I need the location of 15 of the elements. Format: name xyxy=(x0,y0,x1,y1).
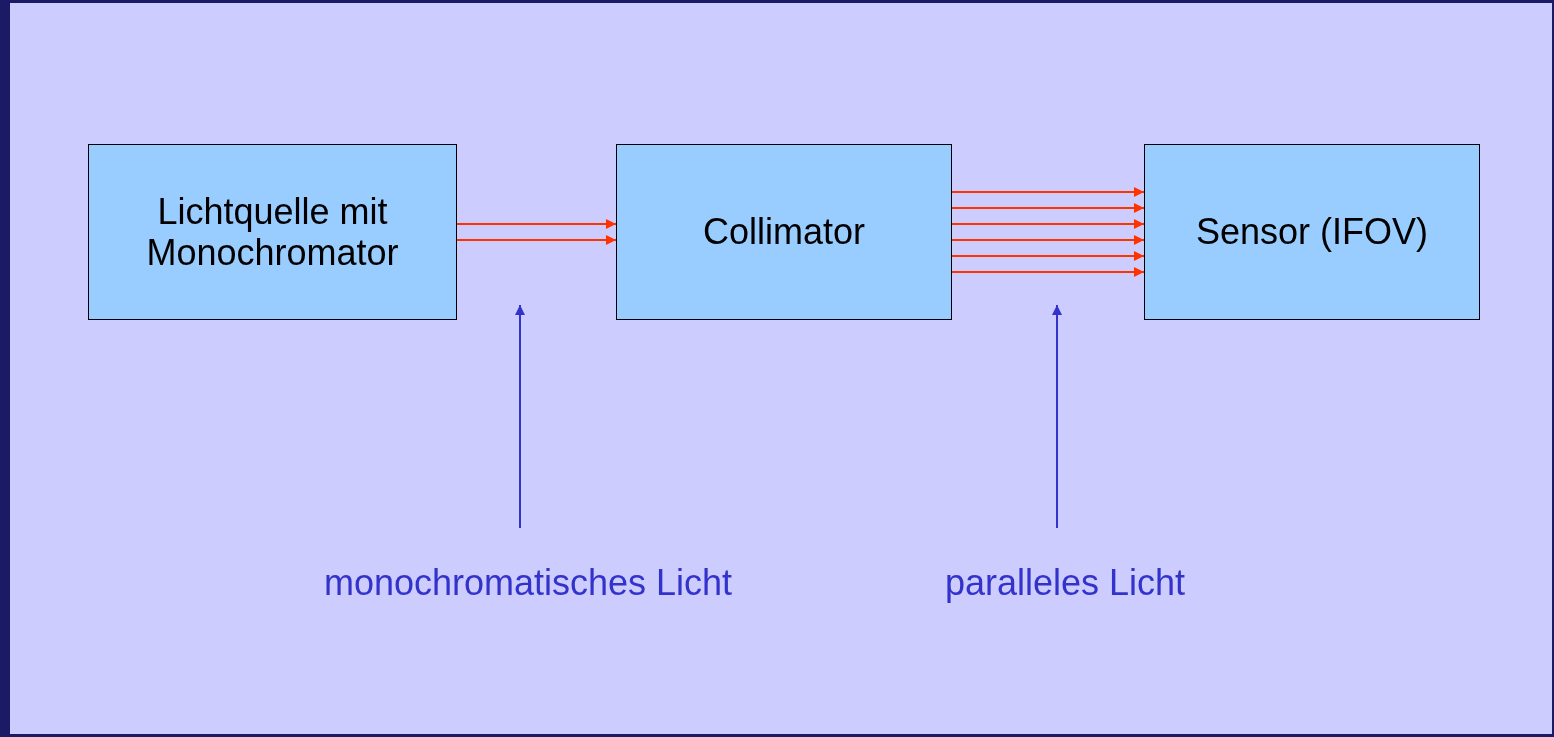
process-box: Lichtquelle mit Monochromator xyxy=(88,144,457,320)
arrow xyxy=(456,219,617,229)
arrow xyxy=(951,235,1145,245)
arrow xyxy=(951,219,1145,229)
arrow xyxy=(456,235,617,245)
process-box: Sensor (IFOV) xyxy=(1144,144,1480,320)
leader-line xyxy=(1052,304,1062,529)
arrow xyxy=(951,267,1145,277)
leader-line xyxy=(515,304,525,529)
callout-text: paralleles Licht xyxy=(900,528,1230,638)
arrow xyxy=(951,251,1145,261)
arrow xyxy=(951,203,1145,213)
arrow xyxy=(951,187,1145,197)
callout-text: monochromatisches Licht xyxy=(290,528,766,638)
process-box: Collimator xyxy=(616,144,952,320)
